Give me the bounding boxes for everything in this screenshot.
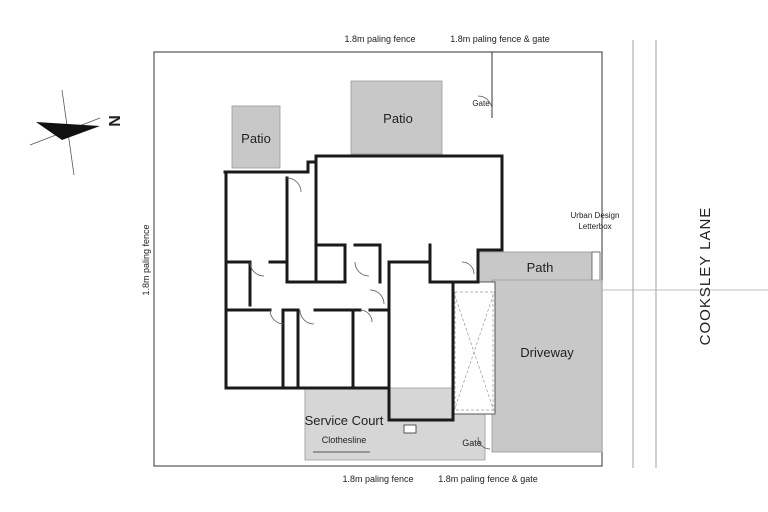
- patio-small-area: [231, 105, 281, 169]
- letterbox-label-line2: Letterbox: [578, 222, 611, 231]
- patio-large-label: Patio: [383, 111, 413, 126]
- service-fixture: [403, 424, 417, 434]
- letterbox-marker: [591, 251, 601, 283]
- patio-small-label: Patio: [241, 131, 271, 146]
- street-label: COOKSLEY LANE: [697, 207, 714, 346]
- patio-large-area: [350, 80, 443, 155]
- garage-slab: [452, 281, 496, 415]
- north-arrow: [29, 89, 101, 176]
- property-boundary: [153, 51, 603, 467]
- garage-outline: [454, 291, 494, 411]
- fence-top-right-label: 1.8m paling fence & gate: [450, 34, 550, 44]
- clothesline-label: Clothesline: [322, 435, 367, 445]
- service-court-label: Service Court: [305, 413, 384, 428]
- gate-bottom-label: Gate: [462, 438, 482, 448]
- garage-diagonal-2: [452, 289, 496, 415]
- north-label: N: [107, 115, 124, 127]
- fence-left-label: 1.8m paling fence: [141, 224, 151, 295]
- door-swings: [249, 95, 493, 450]
- driveway-label: Driveway: [520, 345, 574, 360]
- fence-top-left-label: 1.8m paling fence: [344, 34, 415, 44]
- path-label: Path: [527, 260, 554, 275]
- gate-top-label: Gate: [472, 99, 490, 108]
- fence-bottom-left-label: 1.8m paling fence: [342, 474, 413, 484]
- fence-bottom-right-label: 1.8m paling fence & gate: [438, 474, 538, 484]
- house-walls: [223, 154, 504, 422]
- letterbox-label-line1: Urban Design: [571, 211, 620, 220]
- driveway-area: [491, 279, 603, 453]
